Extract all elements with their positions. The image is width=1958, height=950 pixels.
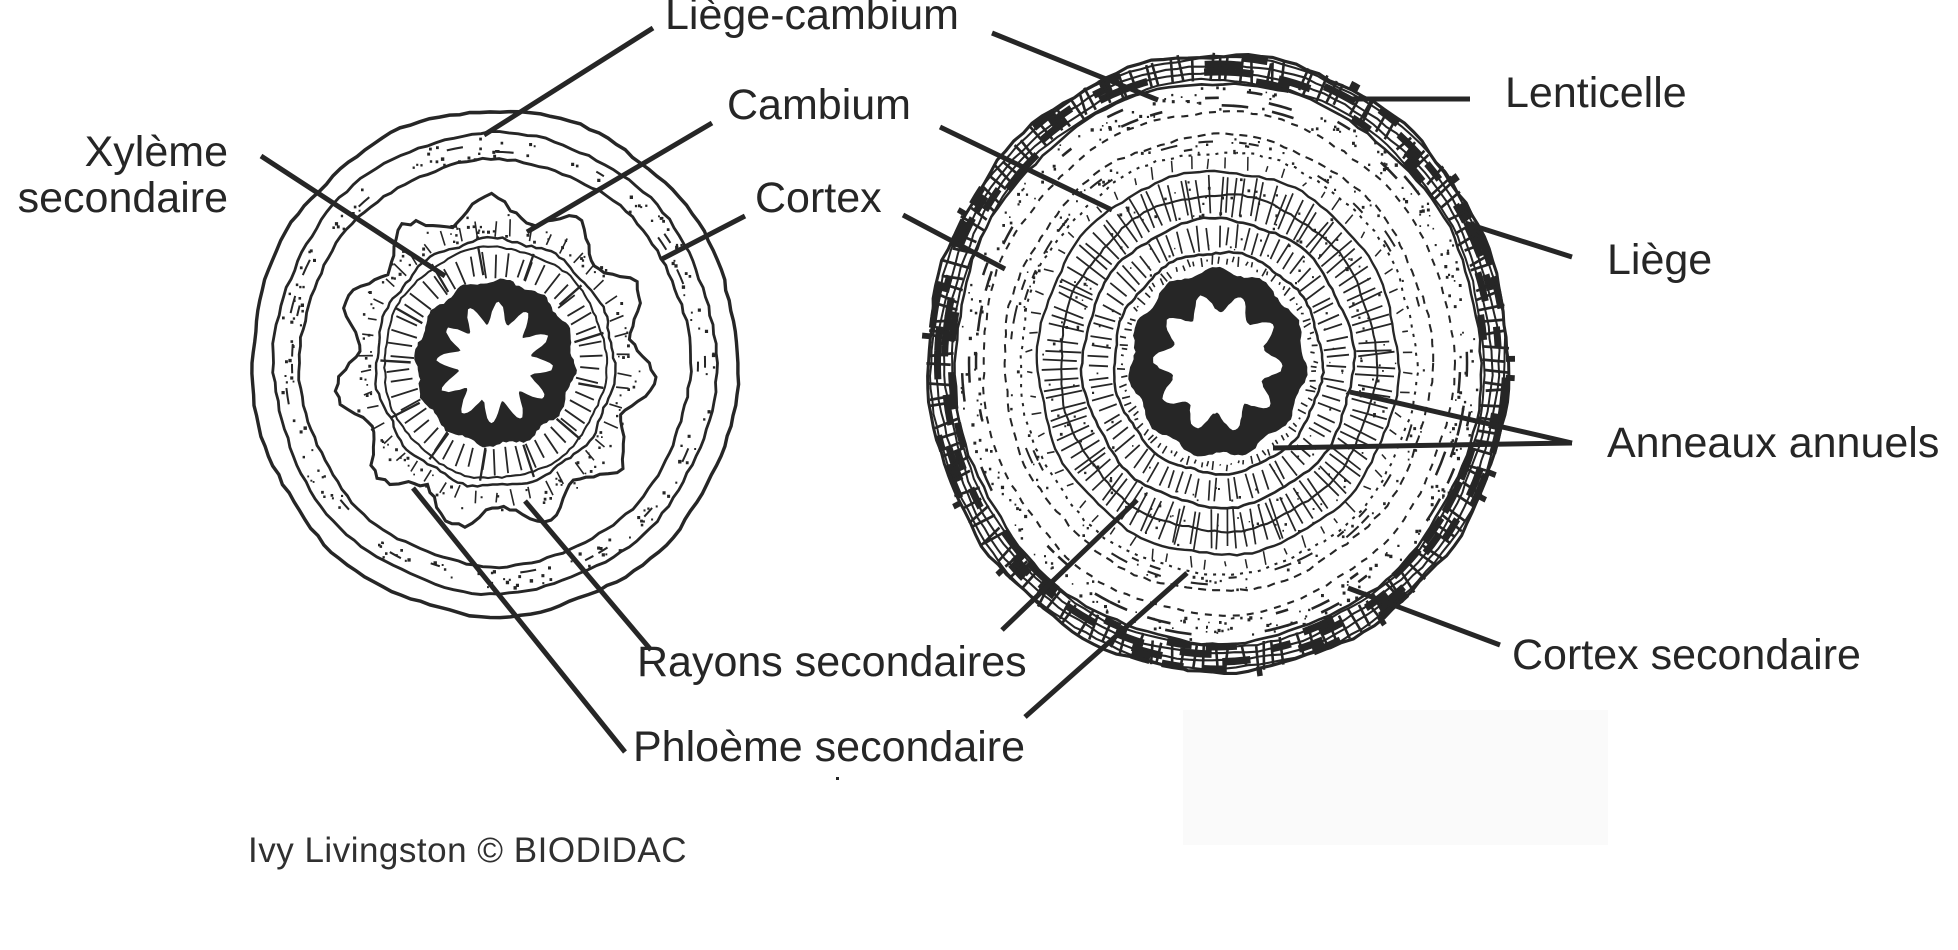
ink-speck: [836, 777, 839, 780]
annual-ring-1: [1112, 250, 1326, 476]
leader-lines: [259, 25, 1573, 754]
label-xyleme-secondaire-line1: Xylème: [84, 128, 228, 176]
label-xyleme-secondaire-line2: secondaire: [17, 174, 228, 222]
label-phloeme-secondaire: Phloème secondaire: [633, 723, 1026, 771]
credit-text: Ivy Livingston © BIODIDAC: [248, 831, 687, 870]
leader-line-cortex-secondaire: [1347, 585, 1501, 648]
label-cambium: Cambium: [727, 81, 911, 129]
label-xyleme-secondaire: Xylème secondaire: [0, 129, 228, 221]
stem-cross-section-young: [250, 109, 741, 620]
stem-cross-section-old: [921, 52, 1516, 677]
leader-line-cortex-right: [901, 212, 1007, 272]
cork-cambium-ring: [297, 156, 693, 570]
cork-outer-edge: [926, 52, 1511, 676]
xylem-rays-outer: [1041, 174, 1396, 550]
phloem-rays: [1025, 156, 1413, 570]
label-anneaux-annuels: Anneaux annuels: [1607, 419, 1940, 467]
cork-circle: [928, 55, 1507, 671]
annual-ring-3: [1060, 193, 1379, 534]
leader-line-anneaux-annuels-upper: [1349, 389, 1573, 446]
leader-line-phloeme-secondaire-right: [1023, 571, 1189, 719]
cortex-inner-dotted-ring: [981, 109, 1457, 617]
label-liege: Liège: [1607, 236, 1713, 284]
phloem-inner-ring: [383, 245, 609, 480]
cambium-ring: [374, 235, 617, 488]
phloem-inner-dotted-ring: [1019, 151, 1420, 576]
label-cortex: Cortex: [755, 174, 882, 222]
primary-xylem-ring: [1128, 266, 1308, 457]
leader-line-rayons-secondaires-right: [1000, 498, 1139, 632]
phloem-rays: [358, 219, 632, 506]
leader-line-cambium-right: [938, 124, 1114, 213]
label-rayons-secondaires: Rayons secondaires: [637, 638, 1027, 686]
cork-circle: [950, 77, 1486, 649]
leader-line-liege-cambium-right: [991, 30, 1159, 103]
label-cortex-secondaire: Cortex secondaire: [1512, 631, 1861, 679]
cambium-ring: [1035, 169, 1401, 557]
epidermis-ring: [250, 109, 741, 620]
scan-artifact-rect: [1183, 710, 1608, 845]
lenticelle-bumps: [921, 80, 1516, 677]
leader-line-cambium-left: [525, 120, 714, 235]
cortex-secondaire-stipple: [960, 86, 1479, 641]
annual-ring-2: [1079, 216, 1357, 510]
phloem-outer-dotted-ring: [1003, 132, 1435, 592]
leader-line-xyleme-secondaire: [259, 153, 447, 279]
leader-line-anneaux-annuels-lower: [1272, 440, 1573, 451]
leader-line-rayons-secondaires-left: [523, 499, 653, 652]
cork-outer-ring: [271, 130, 719, 596]
leader-line-liege: [1464, 220, 1573, 260]
cork-ticks: [926, 52, 1510, 674]
label-lenticelle: Lenticelle: [1505, 69, 1687, 117]
cork-band-dashes: [285, 146, 707, 574]
primary-xylem-ring: [414, 278, 577, 448]
xylem-long-rays: [380, 247, 604, 481]
leader-line-cortex-left: [660, 213, 747, 262]
xylem-rays: [386, 251, 603, 476]
xylem-rays-inner: [1116, 254, 1319, 472]
cork-inner-edge: [953, 82, 1483, 647]
phloem-dashes: [1010, 140, 1421, 586]
leader-line-liege-cambium-left: [482, 25, 655, 138]
label-liege-cambium: Liège-cambium: [665, 0, 959, 39]
leader-line-phloeme-secondaire-left: [411, 486, 627, 754]
xylem-rays-mid: [1087, 224, 1350, 502]
